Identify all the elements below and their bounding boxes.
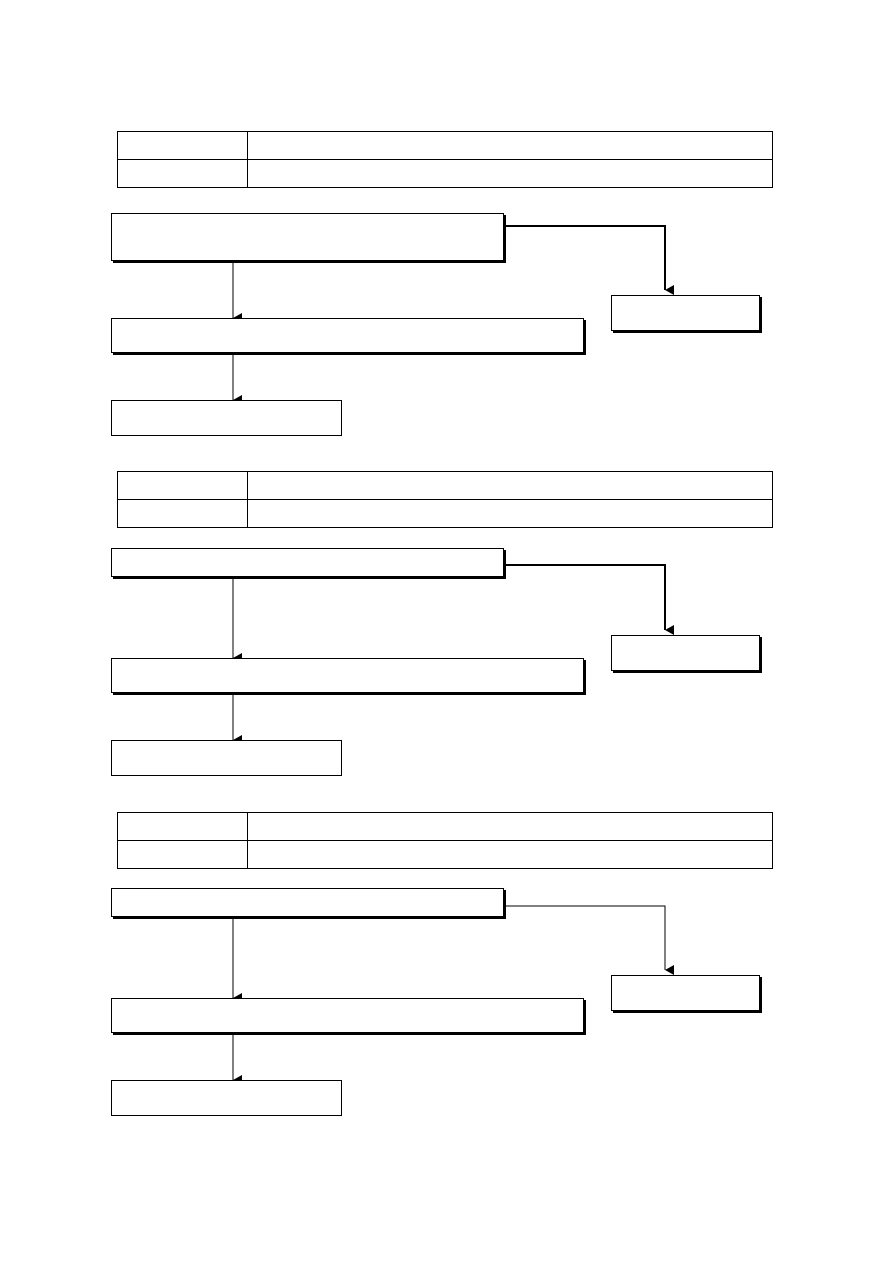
- middle-box: [111, 318, 584, 353]
- header-table: [117, 812, 773, 869]
- header-row: [117, 499, 773, 528]
- flow-section-3: [0, 0, 893, 1116]
- header-key-cell: [117, 159, 248, 188]
- flow-section-2: [0, 0, 893, 776]
- middle-box: [111, 998, 584, 1033]
- end-box: [111, 1080, 342, 1116]
- connector-lines: [232, 225, 674, 405]
- header-value-cell: [247, 812, 773, 841]
- branch-box: [611, 295, 760, 331]
- header-value-cell: [247, 471, 773, 500]
- branch-box: [611, 975, 760, 1011]
- header-row: [117, 840, 773, 869]
- header-key-cell: [117, 812, 248, 841]
- branch-box: [611, 635, 760, 671]
- header-key-cell: [117, 471, 248, 500]
- header-key-cell: [117, 840, 248, 869]
- header-row: [117, 159, 773, 188]
- header-row: [117, 471, 773, 500]
- flow-section-1: [0, 0, 893, 436]
- header-value-cell: [247, 499, 773, 528]
- middle-box: [111, 658, 584, 693]
- end-box: [111, 400, 342, 436]
- arrow-start-to-branch: [503, 905, 674, 975]
- connector-lines: [232, 564, 674, 745]
- header-table: [117, 131, 773, 188]
- header-value-cell: [247, 159, 773, 188]
- start-box: [111, 213, 504, 261]
- start-box: [111, 548, 504, 577]
- arrow-start-to-branch: [503, 225, 674, 295]
- connector-lines: [232, 905, 674, 1085]
- start-box: [111, 888, 504, 917]
- arrow-start-to-branch: [503, 564, 674, 635]
- end-box: [111, 740, 342, 776]
- header-value-cell: [247, 840, 773, 869]
- header-table: [117, 471, 773, 528]
- header-row: [117, 812, 773, 841]
